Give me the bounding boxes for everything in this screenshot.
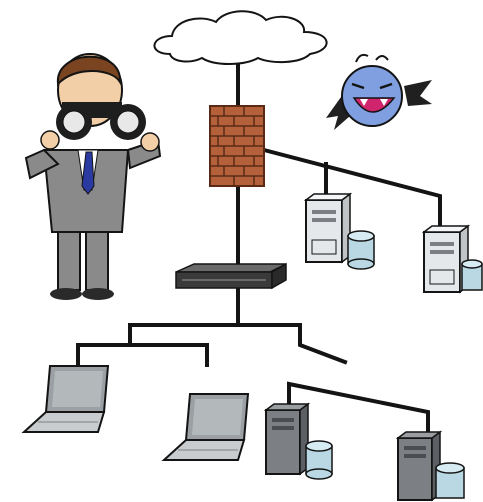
server-icon [398, 432, 440, 500]
server-icon [266, 404, 308, 474]
database-icon [462, 260, 482, 290]
laptop-icon [164, 394, 248, 460]
database-icon [436, 463, 464, 498]
devil-icon [326, 55, 432, 130]
database-icon [348, 231, 374, 269]
laptop-icon [24, 366, 108, 432]
brick-wall-icon [210, 106, 264, 186]
database-icon [306, 441, 332, 479]
businessman-binoculars-icon [26, 54, 160, 300]
cloud-icon [154, 11, 326, 64]
switch-icon [176, 264, 286, 288]
server-icon [306, 194, 350, 262]
